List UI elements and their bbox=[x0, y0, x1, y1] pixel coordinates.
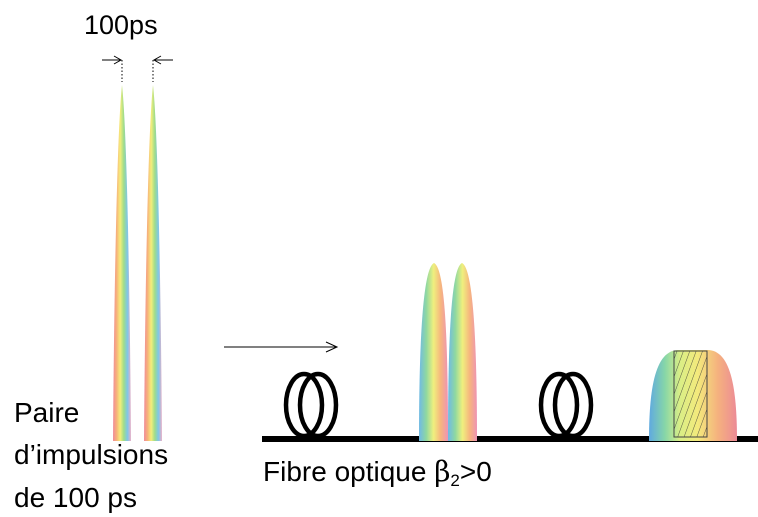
broadened-pulse-2 bbox=[448, 263, 477, 441]
fibre-coil-2 bbox=[538, 371, 594, 439]
pair-label-line-2: d’impulsions bbox=[14, 439, 169, 470]
fibre-condition: >0 bbox=[459, 456, 492, 487]
separation-marker bbox=[102, 55, 173, 82]
separation-arrowhead-left bbox=[113, 55, 123, 65]
fibre-label: Fibre optique β2>0 bbox=[263, 455, 492, 490]
input-pulse-pair bbox=[113, 85, 162, 441]
separation-arrowhead-right bbox=[152, 55, 162, 65]
separation-label: 100ps bbox=[84, 10, 158, 40]
broadened-pulse-1 bbox=[419, 263, 448, 441]
fibre-coil-1 bbox=[283, 371, 339, 439]
fibre-beta-subscript: 2 bbox=[450, 471, 460, 490]
fibre-line bbox=[262, 436, 758, 442]
fibre-label-text: Fibre optique bbox=[263, 456, 435, 487]
pair-label-line-1: Paire bbox=[14, 397, 80, 428]
fibre-beta-symbol: β bbox=[434, 455, 451, 488]
broadened-pulse-pair bbox=[419, 263, 477, 441]
pair-label-line-3: de 100 ps bbox=[14, 482, 137, 513]
merged-output-pulse bbox=[649, 350, 737, 441]
overlap-region bbox=[673, 350, 708, 438]
input-pulse-2 bbox=[144, 85, 162, 441]
propagation-arrow bbox=[224, 341, 339, 353]
input-pulse-1 bbox=[113, 85, 131, 441]
